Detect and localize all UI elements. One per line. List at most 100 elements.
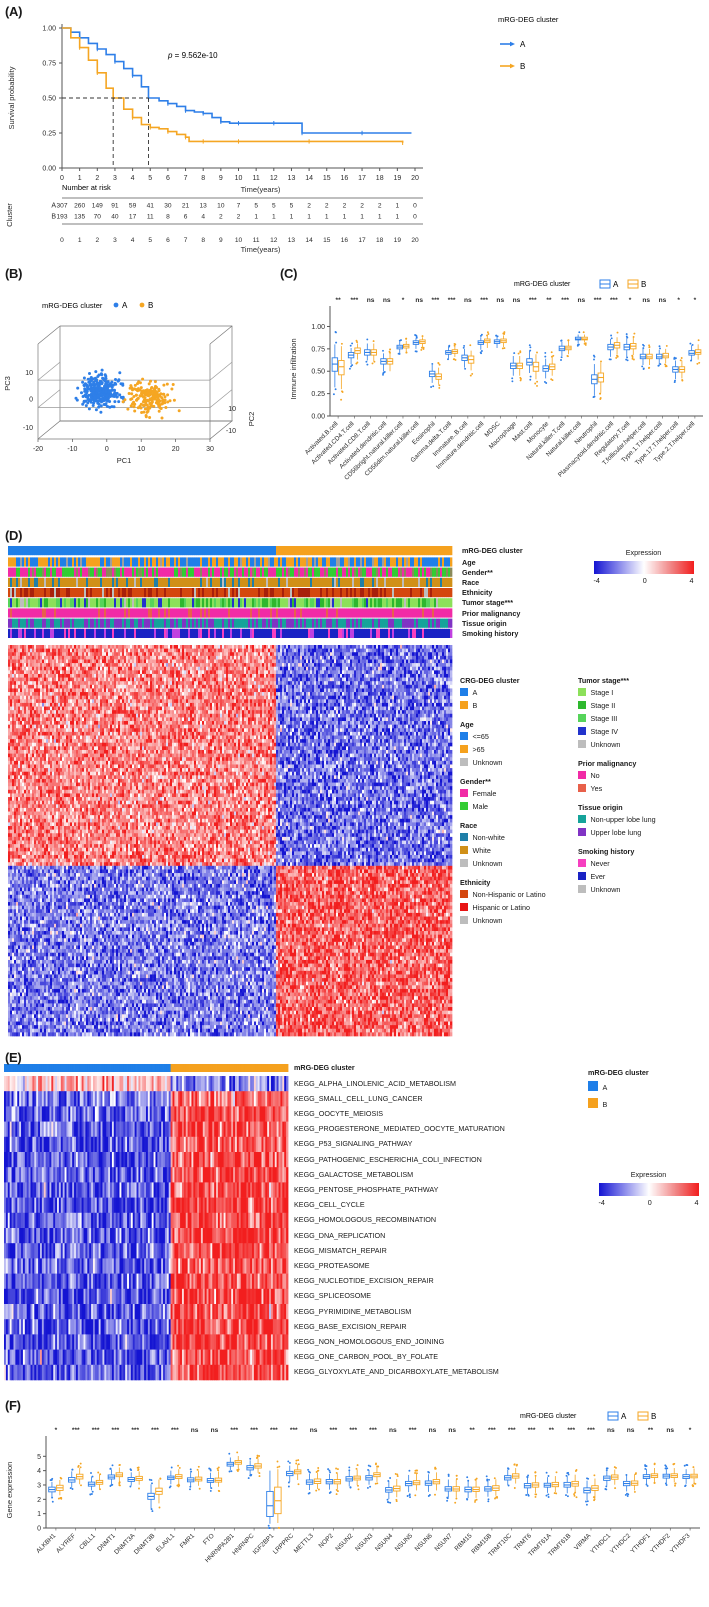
- boxplot-outlier: [599, 392, 602, 395]
- boxplot-outlier: [374, 1482, 377, 1485]
- boxplot-outlier: [528, 344, 531, 347]
- boxplot-outlier: [376, 1465, 379, 1468]
- boxplot-outlier: [356, 341, 359, 344]
- boxplot-outlier: [307, 1492, 310, 1495]
- boxplot-outlier: [642, 347, 645, 350]
- boxplot-outlier: [631, 357, 634, 360]
- panel-e-cluster-bar: [22, 1064, 26, 1072]
- panel-a-x-tick: 16: [341, 175, 349, 182]
- panel-b-point-b: [164, 406, 168, 409]
- boxplot-outlier: [386, 1498, 389, 1501]
- significance-marker: ns: [448, 1427, 456, 1434]
- panel-d-legend-left: CRG-DEG cluster A B Age <=65: [460, 676, 580, 935]
- panel-b-point-b: [141, 377, 145, 381]
- boxplot-outlier: [177, 1464, 180, 1467]
- panel-f-gene-label: METTL3: [293, 1532, 316, 1555]
- boxplot-outlier: [394, 1472, 397, 1475]
- legend-group-smokinghistory: Smoking history Never Ever Unknown: [578, 847, 709, 895]
- boxplot-outlier: [486, 331, 489, 334]
- boxplot-outlier: [519, 351, 522, 354]
- panel-d-annotation-band: [8, 577, 453, 587]
- legend-group-title: Age: [460, 720, 580, 729]
- panel-e-cluster-bar: [39, 1064, 43, 1072]
- legend-item: Stage II: [578, 699, 709, 711]
- panel-b-point-a: [111, 383, 115, 387]
- boxplot-outlier: [57, 1497, 60, 1500]
- boxplot-outlier: [673, 356, 676, 359]
- panel-f-gene-label: LRPPRC: [272, 1532, 296, 1556]
- panel-e-cluster-bar: [115, 1064, 118, 1072]
- panel-e-pathway-label: KEGG_PROTEASOME: [294, 1262, 370, 1269]
- panel-b-point-b: [140, 389, 144, 393]
- boxplot-outlier: [335, 1471, 338, 1474]
- panel-a-legend-arrow-A: [510, 41, 515, 47]
- panel-b-x-axis-title: PC1: [117, 456, 132, 465]
- panel-a-risk-x-tick: 12: [270, 237, 278, 244]
- panel-a-risk-value: 1: [378, 214, 382, 221]
- legend-item-label: Upper lobe lung: [590, 828, 641, 837]
- panel-b-point-b: [150, 400, 154, 404]
- boxplot-outlier: [534, 1471, 537, 1474]
- boxplot-outlier: [686, 1464, 689, 1467]
- boxplot-outlier: [575, 1496, 578, 1499]
- boxplot-outlier: [534, 1495, 537, 1498]
- panel-a-risk-value: 1: [325, 214, 329, 221]
- boxplot-outlier: [560, 356, 563, 359]
- panel-e-pathway-label: KEGG_ONE_CARBON_POOL_BY_FOLATE: [294, 1353, 438, 1360]
- boxplot-outlier: [480, 352, 483, 355]
- significance-marker: ns: [389, 1427, 397, 1434]
- panel-a-x-axis-title: Time(years): [241, 185, 281, 194]
- panel-a-curve-B: [62, 27, 404, 143]
- panel-e-expression-tick: -4: [599, 1198, 605, 1207]
- panel-b-point-a: [82, 400, 86, 404]
- panel-e-cluster-bar: [200, 1064, 204, 1072]
- panel-a-y-tick: 0.25: [42, 131, 56, 138]
- legend-group-gender: Gender** Female Male: [460, 777, 580, 812]
- panel-b-point-b: [160, 396, 164, 400]
- panel-b-point-a: [104, 388, 108, 392]
- panel-a-x-tick: 5: [148, 175, 152, 182]
- panel-e-pathway-label: KEGG_PYRIMIDINE_METABOLISM: [294, 1307, 411, 1314]
- legend-swatch: [460, 859, 468, 867]
- significance-marker: ***: [92, 1427, 100, 1434]
- panel-b-point-a: [99, 381, 103, 385]
- boxplot-outlier: [151, 1482, 153, 1485]
- boxplot-outlier: [469, 374, 472, 377]
- boxplot-outlier: [372, 340, 375, 343]
- boxplot-outlier: [560, 359, 562, 361]
- panel-b-point-a: [91, 387, 95, 391]
- panel-a-risk-x-tick: 2: [95, 237, 99, 244]
- panel-e-cluster-bar: [72, 1064, 75, 1072]
- legend-item: <=65: [460, 730, 580, 742]
- boxplot-outlier: [626, 1495, 629, 1497]
- panel-b-point-b: [146, 399, 150, 403]
- significance-marker: *: [402, 297, 405, 304]
- legend-item-label: Non-white: [472, 833, 504, 842]
- boxplot-outlier: [648, 346, 651, 349]
- boxplot-outlier: [336, 1468, 339, 1471]
- panel-e-cluster-bar: [217, 1064, 221, 1072]
- legend-group-tumorstage: Tumor stage*** Stage I Stage II Stage II…: [578, 676, 709, 750]
- boxplot-outlier: [550, 351, 553, 354]
- significance-marker: ns: [367, 297, 375, 304]
- box-y-tick: 0: [37, 1526, 41, 1533]
- panel-a-x-tick: 10: [235, 175, 243, 182]
- boxplot-outlier: [348, 367, 351, 370]
- boxplot-outlier: [366, 338, 369, 341]
- panel-e-legend-label: B: [602, 1100, 607, 1109]
- boxplot-outlier: [71, 1468, 74, 1471]
- boxplot-outlier: [593, 1496, 596, 1499]
- boxplot-outlier: [684, 1485, 687, 1488]
- panel-e-cluster-bar: [64, 1064, 67, 1072]
- boxplot-outlier: [287, 1481, 290, 1484]
- panel-e-cluster-bar: [278, 1064, 281, 1072]
- boxplot-outlier: [544, 351, 547, 354]
- boxplot-outlier: [236, 1451, 239, 1454]
- panel-b-point-b: [134, 393, 138, 397]
- panel-e-cluster-bar: [253, 1064, 257, 1072]
- panel-e-cluster-bar: [138, 1064, 141, 1072]
- panel-e-cluster-bar: [89, 1064, 92, 1072]
- significance-marker: ***: [594, 297, 602, 304]
- boxplot-outlier: [409, 1496, 411, 1499]
- panel-b-point-b: [123, 398, 127, 402]
